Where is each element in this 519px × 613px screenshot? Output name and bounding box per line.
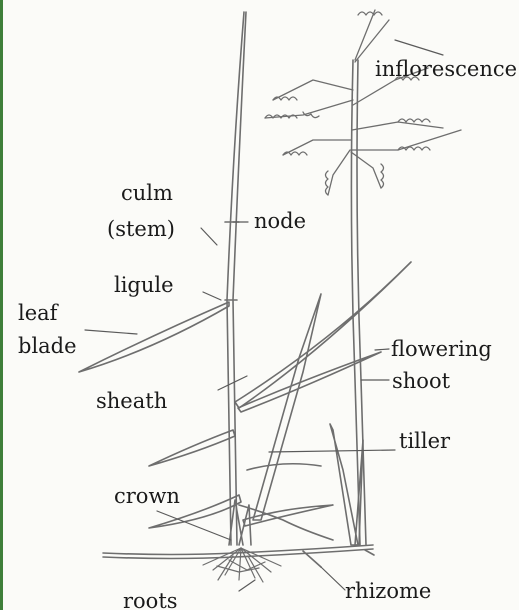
label-tiller: tiller <box>399 429 450 453</box>
label-inflorescence: inflorescence <box>375 57 517 81</box>
tiller-leader <box>269 450 395 452</box>
label-shoot: shoot <box>392 369 450 393</box>
rhizome-drawing <box>103 545 374 567</box>
label-ligule: ligule <box>114 273 174 297</box>
label-leaf: leaf <box>18 301 57 325</box>
label-roots: roots <box>123 589 178 613</box>
label-blade: blade <box>18 334 77 358</box>
culm-leader <box>201 228 217 245</box>
label-stem: (stem) <box>107 217 175 241</box>
flowering-leader <box>375 349 389 350</box>
label-flowering: flowering <box>391 337 492 361</box>
ligule-leader <box>203 292 221 300</box>
leaf-blade-leader <box>85 330 137 334</box>
rhizome-leader <box>321 567 345 590</box>
label-culm: culm <box>121 181 173 205</box>
roots-leader <box>239 580 255 591</box>
label-crown: crown <box>114 484 180 508</box>
grass-plant-illustration <box>3 0 519 610</box>
label-rhizome: rhizome <box>345 579 431 603</box>
sheath-leader <box>218 376 247 390</box>
inflorescence-drawing <box>265 10 461 195</box>
culm-drawing <box>225 12 246 545</box>
flowering-shoot-drawing <box>351 60 366 545</box>
label-sheath: sheath <box>96 389 167 413</box>
inflorescence-leader <box>395 40 443 55</box>
label-node: node <box>254 209 306 233</box>
